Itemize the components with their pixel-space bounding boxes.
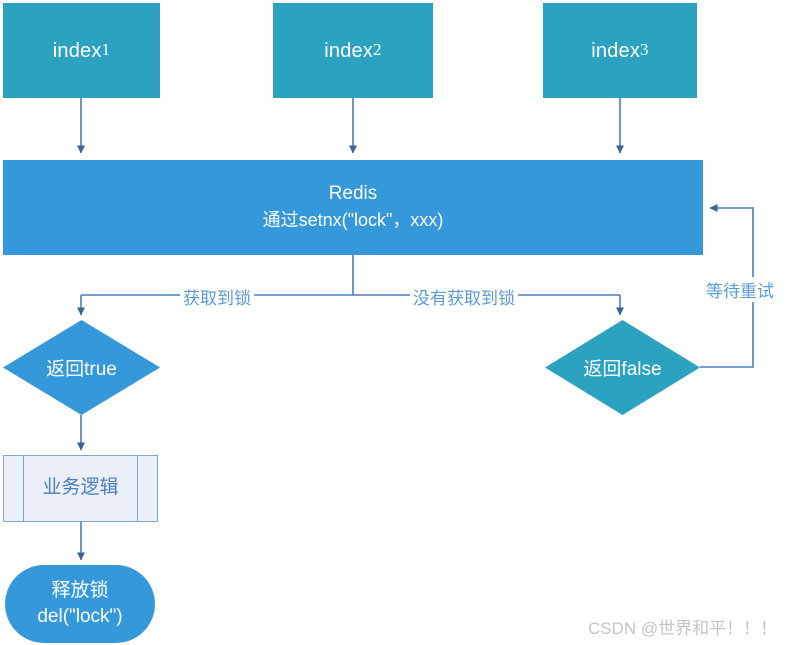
predef-bar-left: [23, 456, 24, 521]
release-lock-title: 释放锁: [51, 579, 109, 601]
index1-label: index: [52, 39, 102, 62]
predef-bar-right: [137, 456, 138, 521]
business-logic-label: 业务逻辑: [42, 477, 119, 499]
edge-label-wait-retry: 等待重试: [703, 277, 777, 302]
node-return-false[interactable]: 返回false: [545, 320, 700, 415]
node-redis[interactable]: Redis 通过setnx("lock"，xxx): [3, 160, 703, 255]
index3-subscript: 3: [640, 40, 649, 60]
index2-label: index: [324, 39, 374, 62]
index2-subscript: 2: [373, 40, 382, 60]
csdn-watermark: CSDN @世界和平！！！: [588, 619, 778, 638]
diamond-false-shape: [545, 320, 700, 415]
node-release-lock[interactable]: 释放锁 del("lock"): [5, 565, 155, 643]
redis-title: Redis: [328, 183, 378, 205]
edge-label-got-lock: 获取到锁: [180, 284, 254, 309]
node-return-true[interactable]: 返回true: [3, 320, 160, 415]
release-lock-command: del("lock"): [37, 605, 123, 627]
index1-subscript: 1: [101, 40, 111, 60]
edge-label-no-lock: 没有获取到锁: [410, 284, 518, 309]
redis-command: 通过setnx("lock"，xxx): [262, 210, 444, 231]
index3-label: index: [591, 39, 641, 62]
node-business-logic[interactable]: 业务逻辑: [3, 455, 158, 522]
diamond-true-shape: [3, 320, 160, 415]
